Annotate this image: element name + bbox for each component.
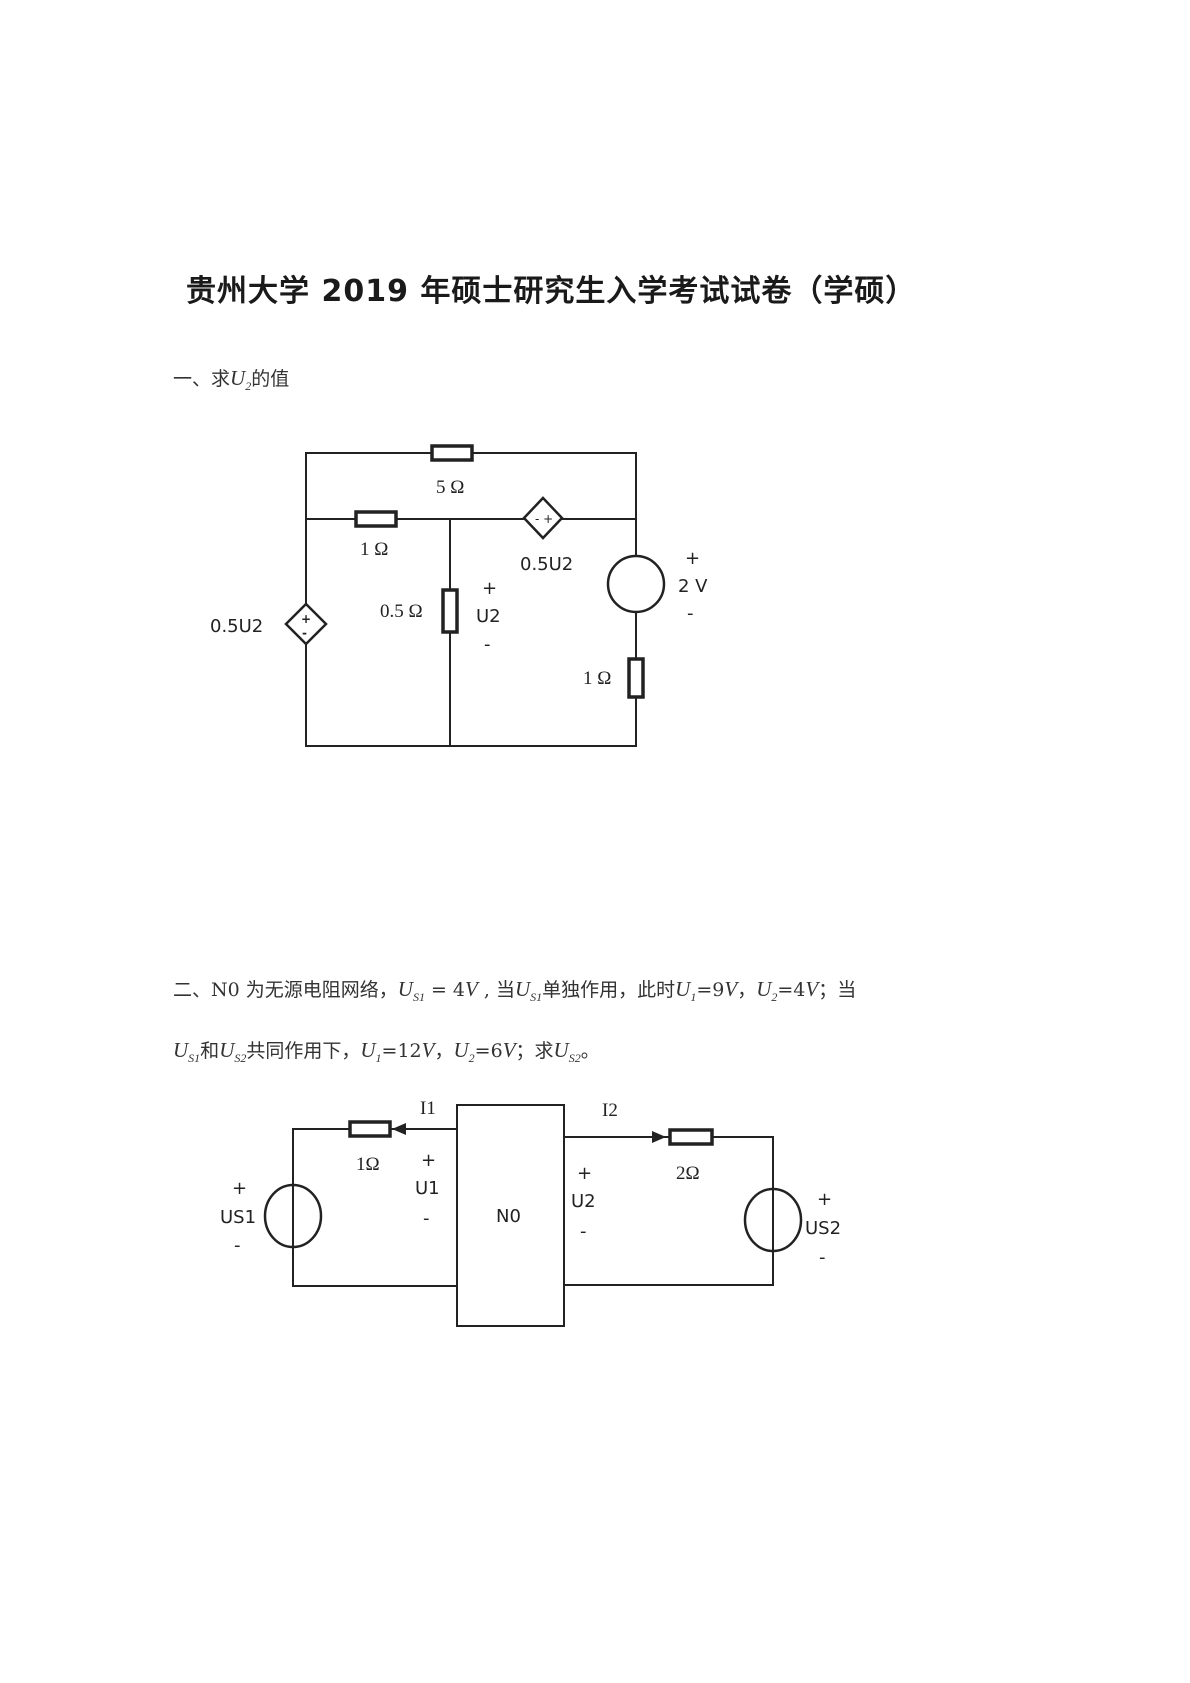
text-segment: 一、求 (173, 368, 231, 390)
math-variable: U (553, 1038, 569, 1062)
math-subscript: 1 (690, 990, 697, 1004)
math-subscript: 2 (468, 1051, 475, 1065)
current-i2-label: I2 (602, 1100, 618, 1121)
text-segment: 共同作用下， (246, 1040, 361, 1062)
vsrc-plus: + (685, 548, 700, 569)
dependent-source-top-label: 0.5U2 (520, 554, 573, 575)
voltage-source-2v (606, 554, 666, 614)
text-segment: ， (434, 1040, 454, 1062)
u2-plus: + (577, 1163, 592, 1184)
u2-minus: - (580, 1221, 587, 1242)
dep-source-polarity: - + (535, 512, 553, 526)
math-variable: V (724, 977, 738, 1001)
resistor-1ohm-label: 1Ω (356, 1154, 380, 1175)
text-segment: ， (737, 979, 757, 1001)
us2-minus: - (819, 1247, 826, 1268)
vsrc-label: 2 V (678, 576, 708, 597)
network-n0-box (456, 1104, 565, 1327)
dependent-voltage-source-left (284, 602, 328, 646)
text-segment: 二、N0 为无源电阻网络， (173, 979, 398, 1001)
math-subscript: 2 (771, 990, 778, 1004)
current-i1-label: I1 (420, 1098, 436, 1119)
plus-sign: + (301, 612, 311, 626)
text-segment: =12 (381, 1040, 422, 1062)
dependent-source-left-label: 0.5U2 (210, 616, 263, 637)
text-segment: =4 (777, 979, 806, 1001)
resistor-1ohm-mid-label: 1 Ω (360, 539, 388, 560)
text-segment: 和 (200, 1040, 220, 1062)
circuit-1: 5 Ω 1 Ω 0.5 Ω + U2 - - + 0.5U2 + - 0.5U2… (210, 444, 708, 747)
math-variable: U (514, 977, 531, 1001)
text-segment: , 当 (477, 979, 515, 1001)
u1-plus: + (421, 1150, 436, 1171)
math-subscript: S1 (530, 990, 543, 1004)
exam-title: 贵州大学 2019 年硕士研究生入学考试试卷（学硕） (186, 274, 917, 309)
math-subscript: 2 (245, 379, 252, 393)
text-segment: =6 (474, 1040, 503, 1062)
resistor-1ohm-right (627, 657, 645, 699)
question-2-text-line1: 二、N0 为无源电阻网络，US1 = 4V , 当US1单独作用，此时U1=9V… (173, 975, 856, 1005)
math-variable: U (230, 366, 246, 390)
math-subscript: 1 (375, 1051, 382, 1065)
resistor-0.5ohm-label: 0.5 Ω (380, 601, 423, 622)
math-variable: V (502, 1038, 516, 1062)
vsrc-minus: - (687, 603, 694, 624)
u2-label: U2 (571, 1191, 596, 1212)
math-variable: V (805, 977, 819, 1001)
math-subscript: S2 (568, 1051, 581, 1065)
u1-label: U1 (415, 1178, 440, 1199)
math-subscript: S1 (412, 990, 425, 1004)
u2-minus: - (484, 634, 491, 655)
resistor-2ohm (668, 1128, 714, 1146)
text-segment: ；求 (515, 1040, 554, 1062)
u2-label: U2 (476, 606, 501, 627)
text-segment: 。 (580, 1040, 600, 1062)
math-variable: U (397, 977, 413, 1001)
resistor-1ohm-mid (354, 510, 398, 528)
minus-sign: - (302, 626, 307, 640)
text-segment: =9 (696, 979, 725, 1001)
resistor-2ohm-label: 2Ω (676, 1163, 700, 1184)
us2-label: US2 (805, 1218, 841, 1239)
math-subscript: S2 (234, 1051, 247, 1065)
math-variable: V (421, 1038, 435, 1062)
text-segment: = 4 (424, 979, 466, 1001)
math-variable: U (453, 1038, 469, 1062)
resistor-5ohm-label: 5 Ω (436, 477, 464, 498)
us1-plus: + (232, 1178, 247, 1199)
math-variable: U (756, 977, 772, 1001)
math-subscript: S1 (188, 1051, 201, 1065)
text-segment: ；当 (818, 979, 857, 1001)
math-variable: U (219, 1038, 235, 1062)
u1-minus: - (423, 1208, 430, 1229)
math-variable: U (360, 1038, 376, 1062)
wire (305, 452, 637, 747)
question-2-text-line2: US1和US2共同作用下，U1=12V，U2=6V；求US2。 (173, 1036, 600, 1066)
u2-plus: + (482, 578, 497, 599)
math-variable: U (675, 977, 691, 1001)
us1-minus: - (234, 1235, 241, 1256)
resistor-0.5ohm (441, 588, 459, 634)
question-1-text: 一、求U2的值 (173, 364, 289, 394)
network-n0-label: N0 (496, 1206, 521, 1227)
text-segment: 单独作用，此时 (542, 979, 676, 1001)
circuit-2: N0 I1 1Ω + U1 - I2 2Ω + U2 - + US1 - + U… (220, 1098, 841, 1327)
us2-plus: + (817, 1189, 832, 1210)
text-segment: 的值 (251, 368, 290, 390)
resistor-5ohm (430, 444, 474, 462)
wire (306, 518, 636, 746)
resistor-1ohm-right-label: 1 Ω (583, 668, 611, 689)
dependent-voltage-source-top (522, 496, 564, 540)
current-arrow-i2 (652, 1131, 666, 1143)
math-variable: V (465, 977, 478, 1001)
us1-label: US1 (220, 1207, 256, 1228)
current-arrow-i1 (392, 1123, 406, 1135)
resistor-1ohm (348, 1120, 392, 1138)
math-variable: U (173, 1038, 189, 1062)
